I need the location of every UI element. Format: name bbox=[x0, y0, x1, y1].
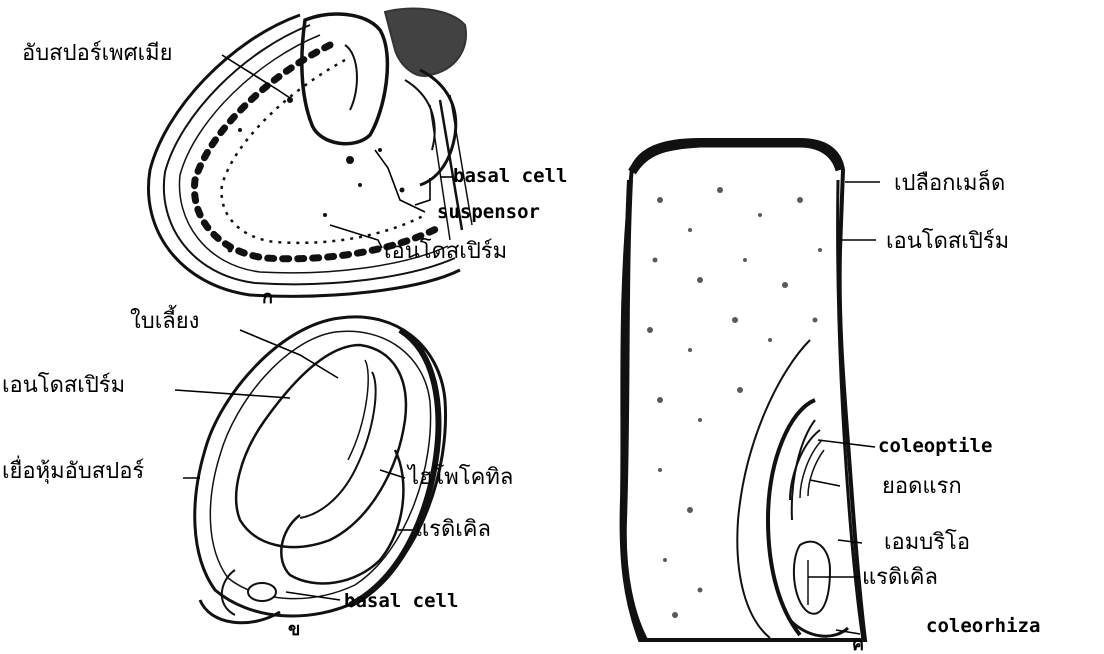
panel-b-cotyledon-label: ใบเลี้ยง bbox=[130, 305, 199, 334]
panel-c-coleoptile-label: coleoptile bbox=[878, 435, 992, 457]
panel-a-suspensor-label: suspensor bbox=[437, 201, 540, 223]
panel-a-basal-cell-label: basal cell bbox=[453, 165, 567, 187]
panel-a-letter: ก bbox=[262, 287, 273, 308]
panel-c-endosperm-label: เอนโดสเปิร์ม bbox=[886, 228, 1009, 254]
panel-a-embryo-sac-label: อับสปอร์เพศเมีย bbox=[22, 41, 173, 66]
panel-b-letter: ข bbox=[288, 619, 300, 640]
panel-b-basal-cell-label: basal cell bbox=[344, 590, 458, 612]
panel-c-seed-coat-label: เปลือกเมล็ด bbox=[894, 168, 1005, 196]
panel-c-letter: ค bbox=[852, 634, 864, 654]
panel-c-plumule-label: ยอดแรก bbox=[882, 474, 962, 499]
panel-a-endosperm-label: เอนโดสเปิร์ม bbox=[384, 238, 507, 264]
panel-c-embryo-label: เอมบริโอ bbox=[884, 529, 970, 555]
panel-c-radicle-label: แรดิเคิล bbox=[862, 565, 938, 590]
panel-b-endosperm-label: เอนโดสเปิร์ม bbox=[2, 372, 125, 398]
panel-b-radicle-label: แรดิเคิล bbox=[415, 517, 491, 542]
panel-c-drawing bbox=[622, 140, 880, 640]
panel-b-drawing bbox=[175, 317, 446, 623]
panel-b-hypocotyl-label: ไฮโพโคทิล bbox=[406, 464, 513, 490]
panel-c-coleorhiza-label: coleorhiza bbox=[926, 615, 1040, 637]
panel-b-integument-label: เยื่อหุ้มอับสปอร์ bbox=[2, 455, 144, 484]
